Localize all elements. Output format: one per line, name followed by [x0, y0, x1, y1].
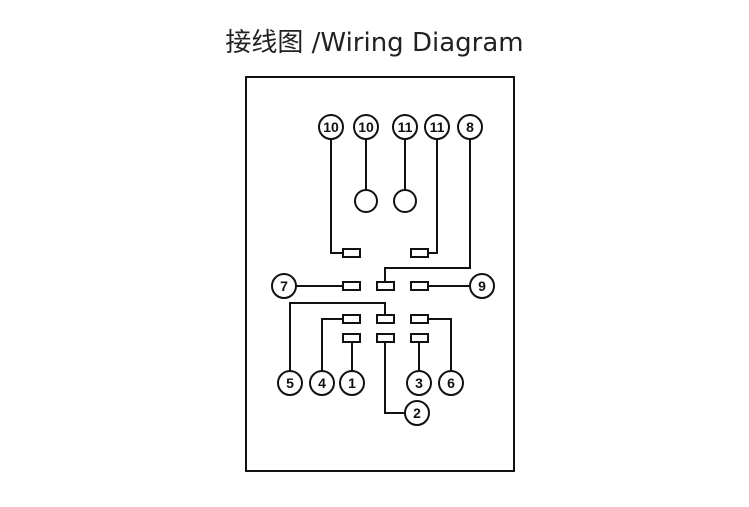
contact-8	[376, 281, 395, 291]
pin-4: 4	[309, 370, 335, 396]
contacts	[342, 248, 429, 343]
pin-label: 3	[415, 375, 423, 391]
contact-10	[342, 248, 361, 258]
pin-label: 11	[398, 119, 413, 135]
contact-4	[342, 314, 361, 324]
diagram-title: 接线图 /Wiring Diagram	[225, 28, 524, 58]
pin-8: 8	[457, 114, 483, 140]
coil-terminal-right	[393, 189, 417, 213]
pin-label: 11	[430, 119, 445, 135]
wire-4	[321, 318, 343, 371]
contact-7	[342, 281, 361, 291]
pin-11a: 11	[392, 114, 418, 140]
contact-1	[342, 333, 361, 343]
contact-5	[376, 314, 395, 324]
pin-label: 2	[413, 405, 421, 421]
pin-9: 9	[469, 273, 495, 299]
pin-terminals: 10 10 11 11 8 7 9 5	[271, 114, 495, 426]
pin-label: 7	[280, 278, 288, 294]
wire-6	[428, 318, 452, 371]
pin-6: 6	[438, 370, 464, 396]
relay-frame	[245, 76, 515, 472]
wire-10-contact	[330, 139, 343, 254]
contact-11	[410, 248, 429, 258]
contact-9	[410, 281, 429, 291]
pin-11b: 11	[424, 114, 450, 140]
pin-label: 10	[323, 119, 339, 135]
pin-2: 2	[404, 400, 430, 426]
pin-label: 4	[318, 375, 326, 391]
pin-3: 3	[406, 370, 432, 396]
pin-label: 10	[358, 119, 374, 135]
wire-2	[384, 342, 405, 414]
pin-1: 1	[339, 370, 365, 396]
wire-8	[384, 139, 471, 282]
pin-label: 1	[348, 375, 356, 391]
wire-11-contact	[428, 139, 438, 254]
contact-6	[410, 314, 429, 324]
pin-7: 7	[271, 273, 297, 299]
pin-label: 5	[286, 375, 294, 391]
coil-terminal-left	[354, 189, 378, 213]
pin-label: 8	[466, 119, 474, 135]
pin-label: 9	[478, 278, 486, 294]
contact-2	[376, 333, 395, 343]
pin-label: 6	[447, 375, 455, 391]
wires	[289, 139, 471, 414]
contact-3	[410, 333, 429, 343]
wire-5	[289, 302, 386, 371]
pin-10a: 10	[318, 114, 344, 140]
pin-10b: 10	[353, 114, 379, 140]
pin-5: 5	[277, 370, 303, 396]
